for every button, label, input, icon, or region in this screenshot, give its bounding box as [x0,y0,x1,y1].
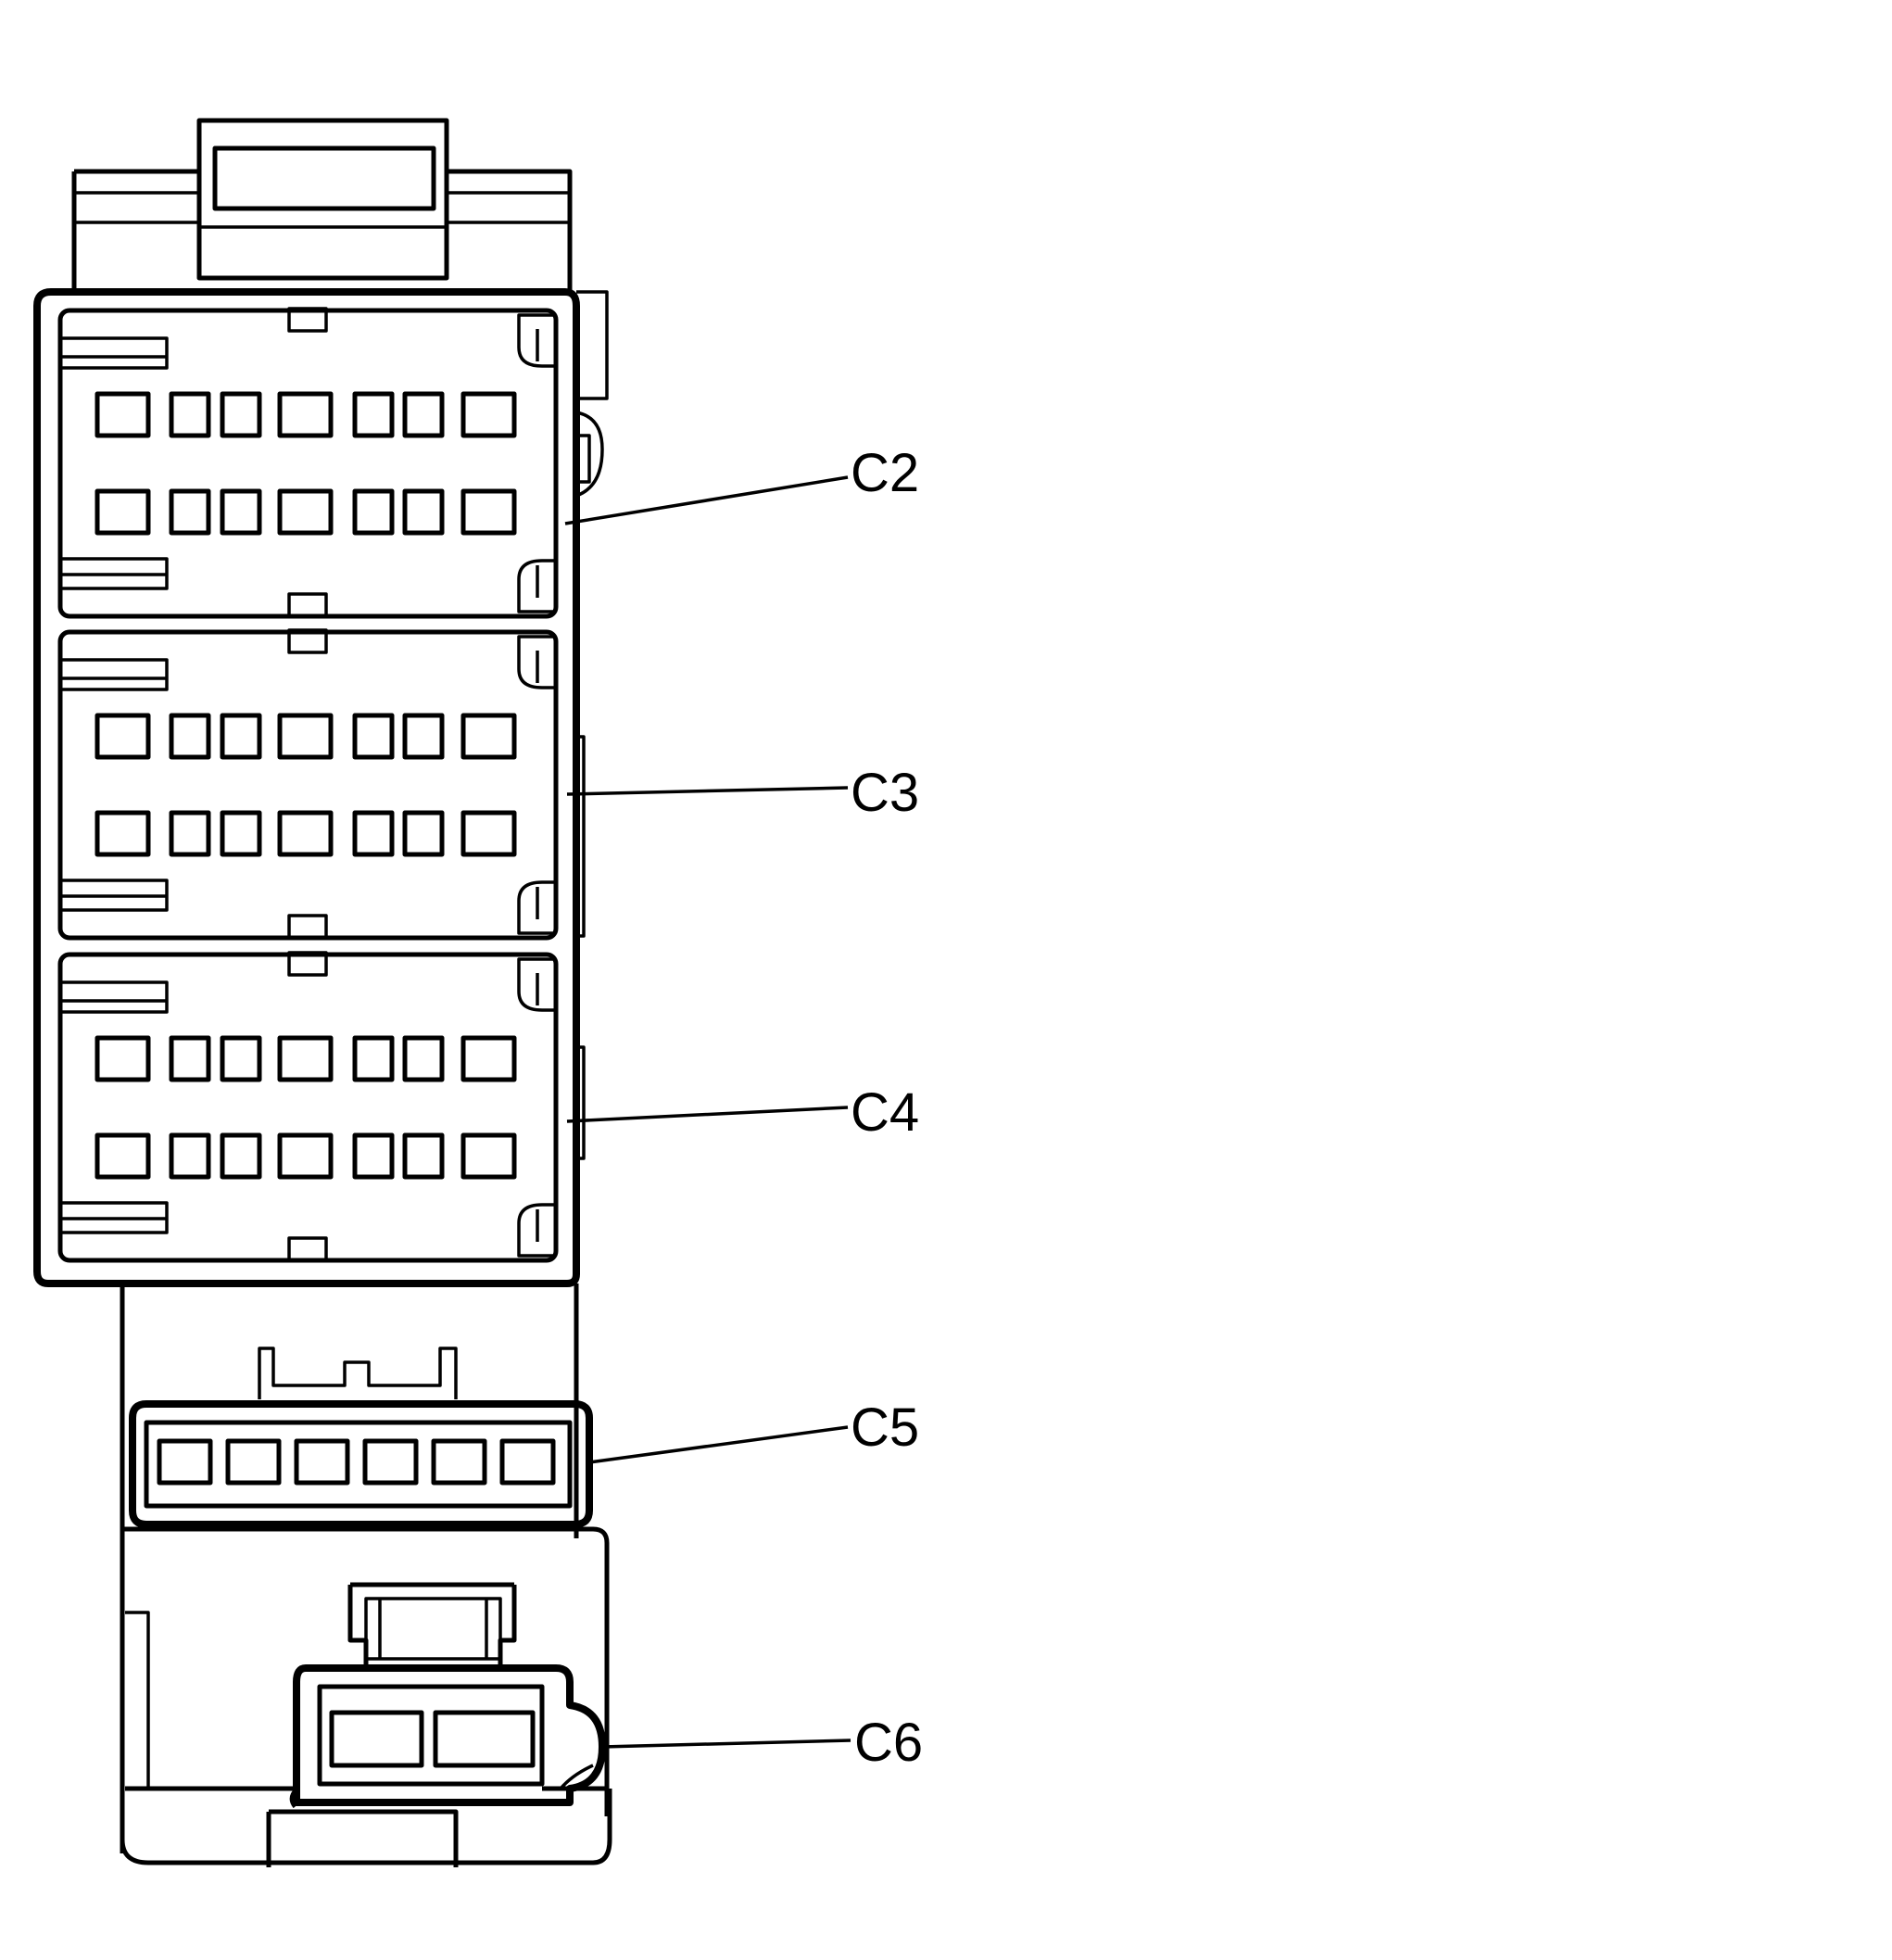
c3-terminal [402,810,445,857]
c2-terminal [95,391,151,438]
c4-terminal [220,1035,262,1082]
c2-terminal [95,488,151,536]
c3-terminal [460,713,517,760]
connector-c4 [57,951,559,1263]
lower-housing [120,1283,593,1853]
c3-terminal [220,810,262,857]
c5-terminal-row [157,1438,556,1486]
c2-terminal [402,488,445,536]
connector-c3 [57,628,559,941]
c3-terminal [95,810,151,857]
c2-terminal [460,488,517,536]
c4-terminal [220,1132,262,1180]
c5-terminal [225,1438,282,1486]
connector-c2 [57,307,559,619]
c3-key-bottom [287,914,328,940]
c3-terminal [277,713,334,760]
leader-line-c4 [566,1106,849,1123]
c2-key-bottom [287,592,328,618]
c3-terminal [169,713,211,760]
callout-c6: C6 [854,1713,923,1773]
bottom-housing [120,1526,612,1867]
c4-key-top [287,951,328,977]
c5-terminal [499,1438,556,1486]
c4-rail-bottom [60,1201,169,1234]
callout-c2: C2 [851,443,919,503]
c4-terminal [460,1132,517,1180]
c2-terminal [460,391,517,438]
c4-terminal [277,1035,334,1082]
c4-terminal [277,1132,334,1180]
c2-rail-bottom [60,557,169,590]
c2-terminal [277,488,334,536]
c3-latch-bottom [517,880,556,935]
c2-terminal [220,488,262,536]
housing-top [71,118,573,292]
c2-terminal [402,391,445,438]
leader-line-c2 [564,475,849,525]
leader-line-c5 [588,1425,849,1464]
c3-terminal [460,810,517,857]
c3-terminal [277,810,334,857]
c3-rail-bottom [60,879,169,912]
c2-terminal [169,391,211,438]
c4-terminal [460,1035,517,1082]
leader-line-c3 [566,786,849,796]
c4-terminal [402,1132,445,1180]
c4-terminal [402,1035,445,1082]
c2-key-top [287,307,328,333]
c2-terminal [352,391,395,438]
c3-rail-top [60,658,169,691]
c3-terminal [169,810,211,857]
c4-key-bottom [287,1236,328,1262]
callout-c5: C5 [851,1397,919,1458]
c3-terminal [352,810,395,857]
leader-line-c6 [601,1739,851,1749]
c3-terminal [402,713,445,760]
c4-terminal [95,1035,151,1082]
c4-latch-bottom [517,1203,556,1258]
c5-terminal [362,1438,419,1486]
c4-terminal [352,1035,395,1082]
c2-rail-top [60,336,169,370]
c3-terminal [352,713,395,760]
c2-terminal [277,391,334,438]
c3-terminal [95,713,151,760]
c5-terminal [431,1438,487,1486]
c5-terminal [157,1438,213,1486]
c4-rail-top [60,980,169,1014]
main-housing [33,288,609,1287]
connector-blocks [57,307,559,1263]
c2-terminal [352,488,395,536]
callout-c4: C4 [851,1082,919,1143]
c4-terminal [352,1132,395,1180]
c2-latch-top [517,313,556,368]
c4-terminal [169,1035,211,1082]
c2-latch-bottom [517,559,556,613]
c3-terminal [220,713,262,760]
c4-terminal [169,1132,211,1180]
c2-terminal [220,391,262,438]
callout-c3: C3 [851,763,919,823]
c2-terminal [169,488,211,536]
c4-terminal [95,1132,151,1180]
c3-latch-top [517,635,556,689]
leader-lines [564,475,851,1749]
c3-key-top [287,628,328,654]
c5-terminal [294,1438,350,1486]
c4-latch-top [517,957,556,1012]
